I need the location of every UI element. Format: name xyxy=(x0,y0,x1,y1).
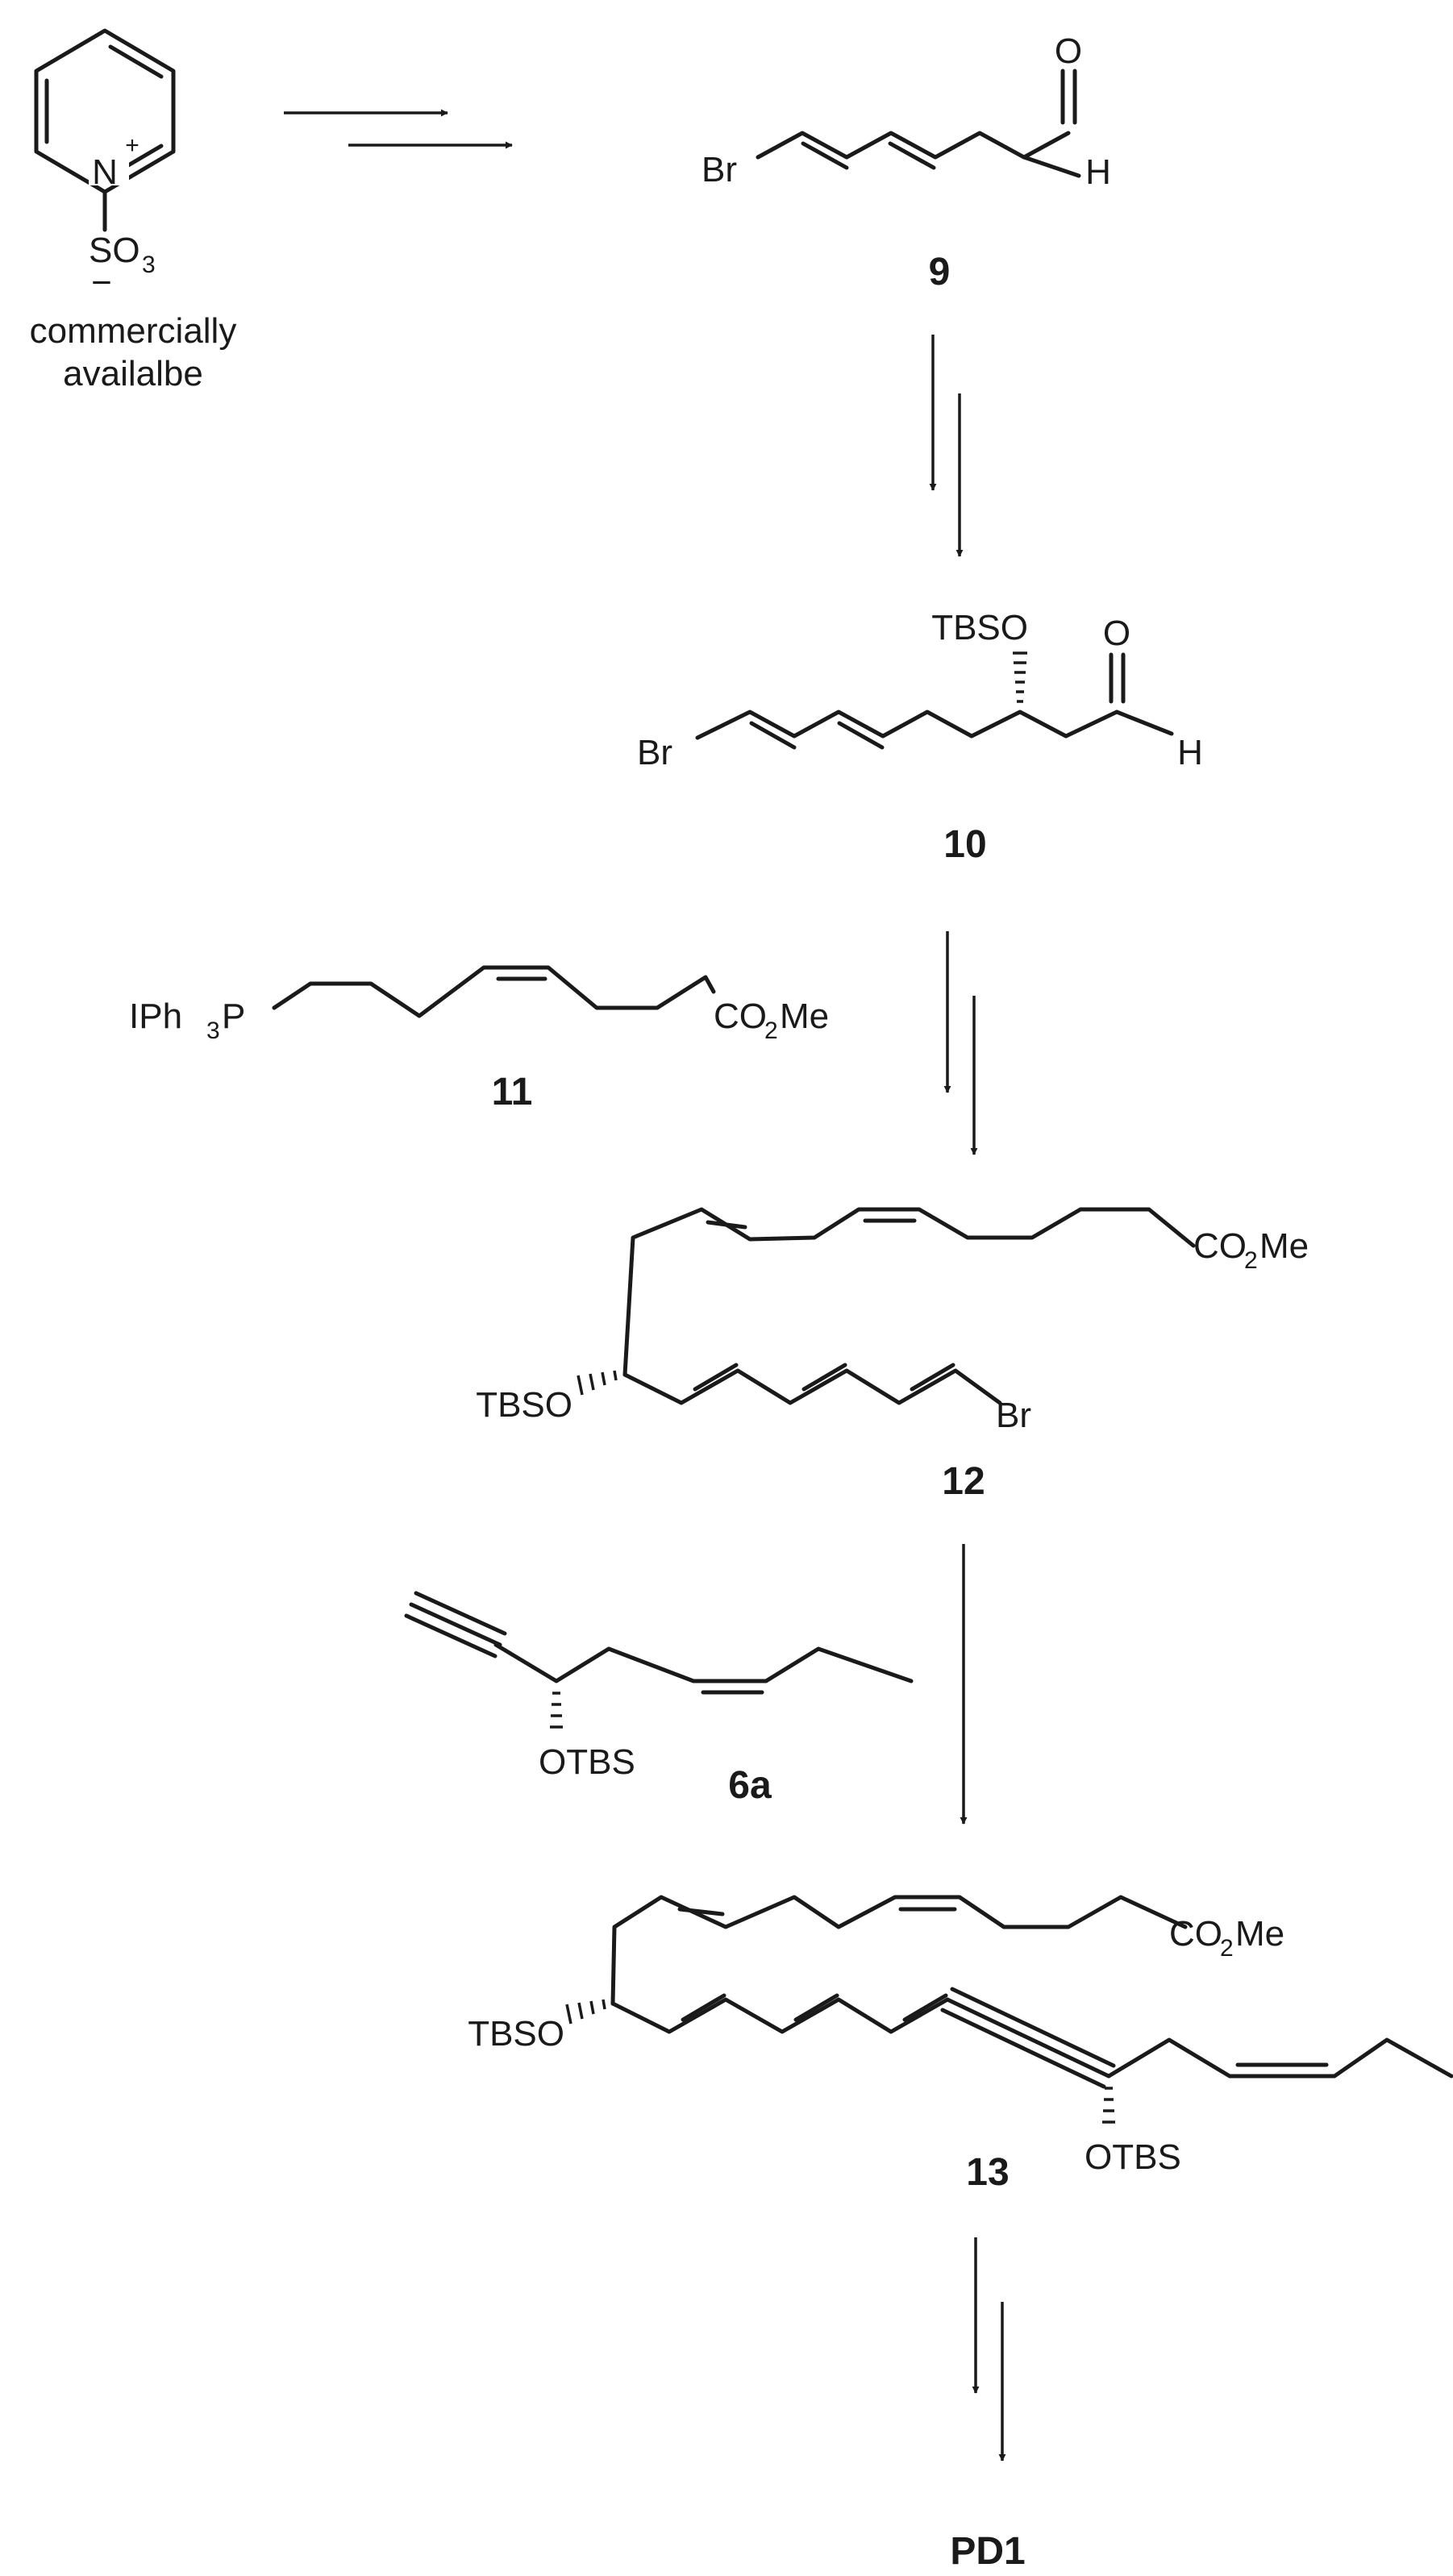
sulfonate-minus-charge: − xyxy=(91,263,112,302)
compound-10-br-label: Br xyxy=(637,733,672,772)
compound-11-p-label: P xyxy=(222,997,245,1036)
compound-6a-number: 6a xyxy=(728,1764,772,1807)
compound-12: CO 2 Me TBSO Br 12 xyxy=(476,1207,1309,1503)
compound-12-co-subscript: 2 xyxy=(1244,1247,1258,1274)
compound-10-o-label: O xyxy=(1103,614,1130,653)
compound-13: CO 2 Me TBSO OTBS 13 xyxy=(468,1895,1453,2194)
compound-9-br-label: Br xyxy=(702,150,737,189)
compound-11-iph-label: IPh xyxy=(129,997,182,1036)
compound-10-h-label: H xyxy=(1177,733,1203,772)
product-pd1: PD1 xyxy=(950,2530,1025,2573)
compound-9: Br O H 9 xyxy=(702,31,1111,293)
compound-9-h-label: H xyxy=(1085,152,1111,192)
compound-12-co-label: CO xyxy=(1193,1226,1247,1266)
compound-6a: OTBS 6a xyxy=(404,1591,914,1807)
compound-13-co-subscript: 2 xyxy=(1220,1935,1234,1962)
compound-9-o-label: O xyxy=(1055,31,1082,71)
reaction-arrows-10-to-12 xyxy=(943,931,978,1155)
compound-10-tbso-label: TBSO xyxy=(931,608,1028,647)
compound-11: IPh 3 P CO 2 Me 11 xyxy=(129,965,829,1113)
reaction-arrows-13-to-pd1 xyxy=(972,2237,1006,2462)
pyridinium-caption-line2: availalbe xyxy=(63,354,203,393)
reaction-arrows-step1 xyxy=(284,109,513,149)
compound-12-tbso-label: TBSO xyxy=(476,1385,572,1425)
sulfonate-subscript: 3 xyxy=(142,252,156,278)
compound-11-iph-subscript: 3 xyxy=(206,1017,220,1044)
sulfonate-so-label: SO xyxy=(89,231,140,270)
compound-13-otbs-label: OTBS xyxy=(1085,2137,1181,2177)
compound-11-number: 11 xyxy=(492,1071,533,1113)
compound-9-number: 9 xyxy=(929,251,951,293)
compound-6a-otbs-label: OTBS xyxy=(539,1742,635,1782)
compound-13-me-label: Me xyxy=(1235,1914,1284,1954)
compound-12-me-label: Me xyxy=(1259,1226,1309,1266)
compound-13-co-label: CO xyxy=(1169,1914,1222,1954)
compound-11-co-label: CO xyxy=(714,997,767,1036)
compound-12-br-label: Br xyxy=(996,1396,1031,1435)
pyridinium-plus-charge: + xyxy=(125,132,139,159)
product-pd1-label: PD1 xyxy=(950,2530,1025,2573)
compound-13-number: 13 xyxy=(966,2151,1009,2194)
pyridinium-n-atom: N xyxy=(92,152,118,192)
compound-12-number: 12 xyxy=(942,1460,985,1503)
compound-11-me-label: Me xyxy=(780,997,829,1036)
compound-10: TBSO Br O H 10 xyxy=(637,608,1203,866)
compound-10-number: 10 xyxy=(943,823,986,866)
compound-13-tbso-label: TBSO xyxy=(468,2014,564,2054)
pyridinium-caption-line1: commercially xyxy=(30,311,237,351)
reaction-arrows-9-to-10 xyxy=(929,335,964,557)
compound-pyridinium-sulfonate: N + SO 3 − commercially availalbe xyxy=(30,28,237,393)
compound-11-co-subscript: 2 xyxy=(764,1017,778,1044)
